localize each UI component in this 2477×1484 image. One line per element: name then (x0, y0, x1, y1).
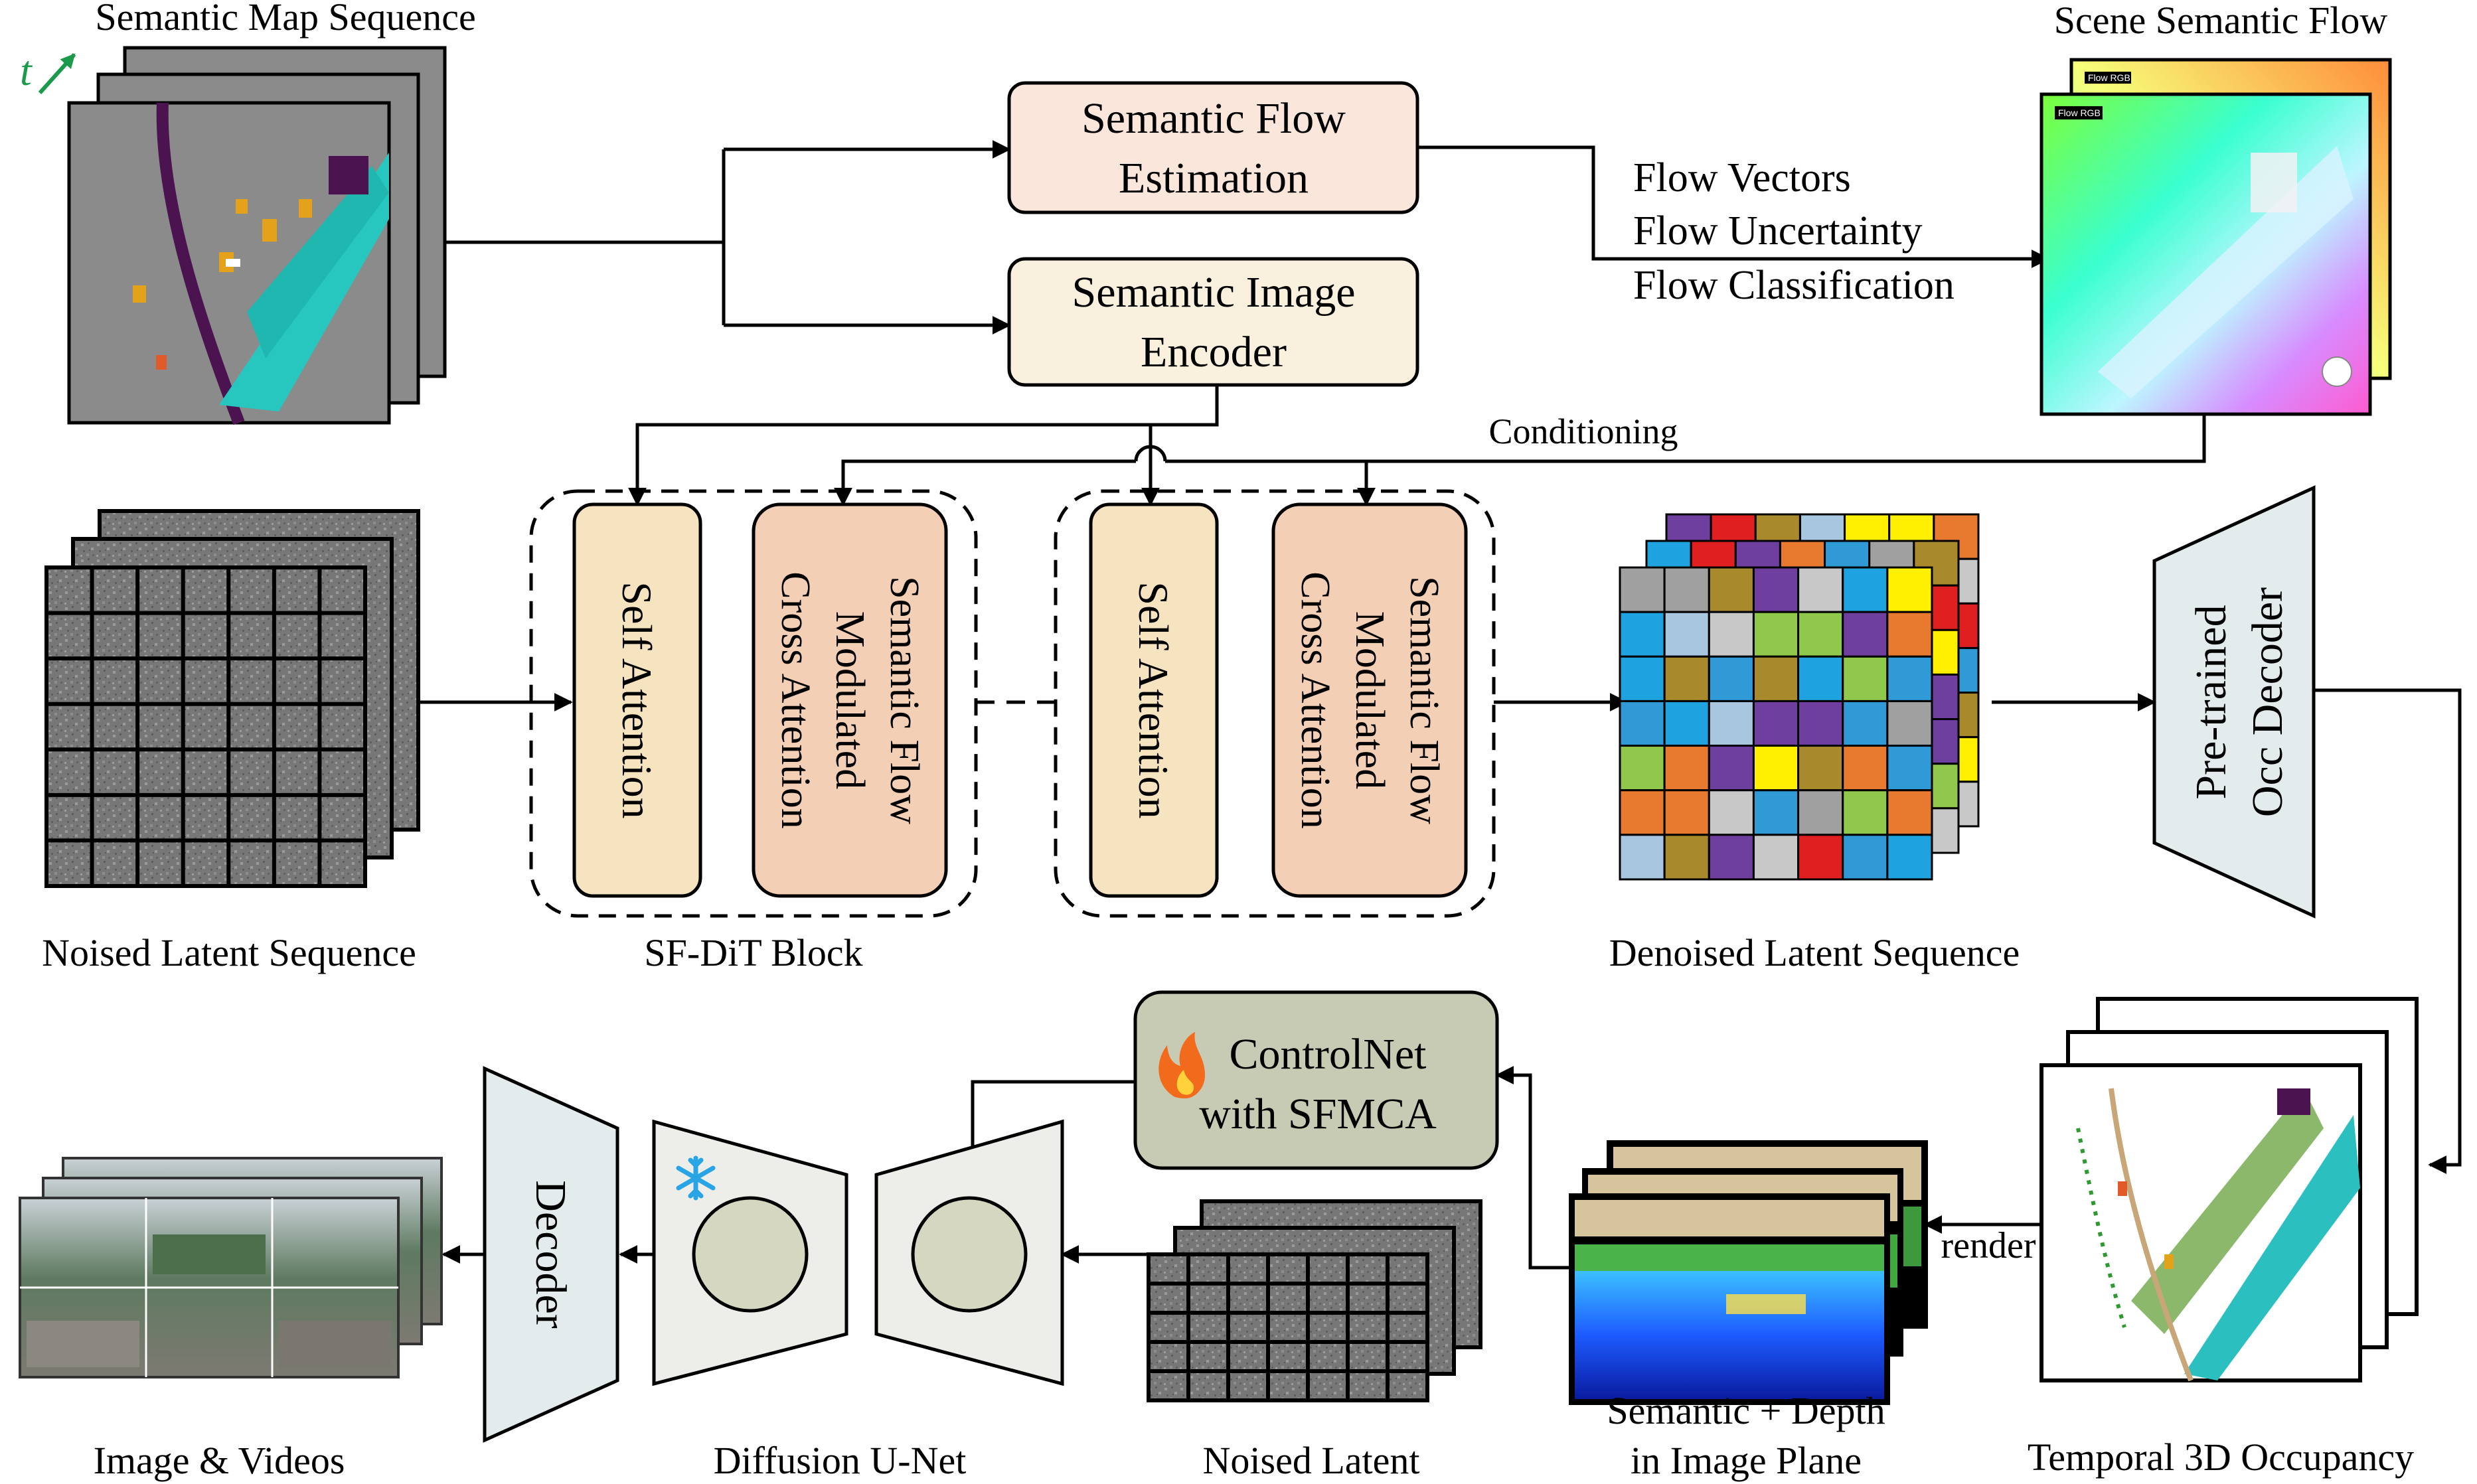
cross-attention-box-1: Semantic Flow Modulated Cross Attention (752, 502, 948, 898)
self-attention-label-2: Self Attention (1130, 581, 1177, 818)
scene-flow-sequence: Scene Semantic Flow Flow RGB Flow RGB (2039, 0, 2392, 416)
occupancy-label: Temporal 3D Occupancy (2028, 1436, 2414, 1479)
controlnet-line1: ControlNet (1230, 1030, 1427, 1078)
scene-flow-label: Scene Semantic Flow (2054, 0, 2388, 42)
decoder-label: Decoder (526, 1180, 575, 1329)
cross-attention-1-line2: Modulated (827, 611, 872, 790)
flow-output-classification: Flow Classification (1633, 263, 1955, 308)
sem-depth-line1: Semantic + Depth (1607, 1389, 1885, 1432)
decoder-to-occupancy-arrow (2314, 688, 2462, 1174)
occ-decoder-line2: Occ Decoder (2243, 587, 2292, 817)
denoised-latent-sequence: Denoised Latent Sequence (1609, 513, 2020, 974)
time-arrow: t (20, 47, 76, 95)
conditioning-connector: Conditioning (834, 411, 2206, 506)
semantic-map-sequence: Semantic Map Sequence t (20, 0, 476, 425)
semantic-map-frame-1 (67, 101, 391, 425)
encoder-connector (628, 385, 1219, 506)
noised-latent-label: Noised Latent (1203, 1439, 1420, 1482)
sf-dit-block-2: Self Attention Semantic Flow Modulated C… (1054, 489, 1496, 918)
occ-decoder-line1: Pre-trained (2187, 605, 2235, 799)
diffusion-unet: Diffusion U-Net (652, 1119, 1064, 1482)
image-encoder-line2: Encoder (1141, 328, 1287, 376)
semdepth-to-controlnet-arrow (1495, 1066, 1570, 1270)
render-label: render (1941, 1225, 2036, 1266)
noised-latent: Noised Latent (1147, 1199, 1482, 1482)
noised-latent-sequence: Noised Latent Sequence (42, 509, 420, 974)
controlnet-line2: with SFMCA (1199, 1090, 1437, 1138)
conditioning-label: Conditioning (1488, 411, 1678, 451)
cross-attention-2-line2: Modulated (1347, 611, 1392, 790)
cross-attention-2-line1: Semantic Flow (1401, 576, 1447, 824)
temporal-occupancy: Temporal 3D Occupancy (2028, 997, 2419, 1479)
cross-attention-2-line3: Cross Attention (1293, 571, 1338, 829)
image-encoder-line1: Semantic Image (1072, 268, 1355, 317)
cross-attention-1-line1: Semantic Flow (882, 576, 927, 824)
fire-icon (1159, 1032, 1205, 1098)
denoised-latent-label: Denoised Latent Sequence (1609, 931, 2020, 974)
outputs-label: Image & Videos (94, 1439, 345, 1482)
time-symbol: t (20, 47, 33, 94)
semantic-map-branch (445, 140, 1011, 334)
flow-output-vectors: Flow Vectors (1633, 155, 1851, 200)
self-attention-box-2: Self Attention (1089, 502, 1219, 898)
flow-estimation-line1: Semantic Flow (1081, 94, 1346, 143)
semantic-map-label: Semantic Map Sequence (95, 0, 475, 38)
noised-latent-front-grid (44, 565, 367, 888)
sf-dit-block-1: Self Attention Semantic Flow Modulated C… (529, 489, 978, 918)
self-attention-label-1: Self Attention (613, 581, 661, 818)
noised-latent-seq-label: Noised Latent Sequence (42, 931, 416, 974)
cross-attention-box-2: Semantic Flow Modulated Cross Attention (1271, 502, 1468, 898)
occupancy-frame-front (2039, 1063, 2362, 1382)
semantic-depth-images: Semantic + Depth in Image Plane (1569, 1140, 1928, 1482)
unet-label: Diffusion U-Net (714, 1439, 967, 1482)
denoised-latent-frame-1 (1619, 566, 1933, 881)
image-decoder: Decoder (483, 1066, 619, 1443)
scene-flow-frame-1: Flow RGB (2039, 92, 2372, 416)
output-images: Image & Videos (19, 1157, 443, 1482)
cross-attention-1-line3: Cross Attention (773, 571, 818, 829)
occ-decoder: Pre-trained Occ Decoder (2152, 485, 2316, 919)
snowflake-icon (676, 1155, 716, 1201)
controlnet-box: ControlNet with SFMCA (1133, 990, 1499, 1170)
scene-flow-tag-back: Flow RGB (2088, 72, 2130, 83)
image-encoder-box: Semantic Image Encoder (1007, 257, 1419, 387)
sf-dit-block-label: SF-DiT Block (644, 931, 862, 974)
sem-depth-frame-1 (1569, 1193, 1890, 1405)
flow-estimation-line2: Estimation (1119, 154, 1309, 202)
noised-latent-front-grid (1147, 1252, 1429, 1402)
flow-output-arrow: Flow Vectors Flow Uncertainty Flow Class… (1417, 145, 2050, 308)
flow-estimation-box: Semantic Flow Estimation (1007, 81, 1419, 214)
output-image-front (19, 1197, 400, 1378)
sem-depth-line2: in Image Plane (1631, 1439, 1862, 1482)
self-attention-box-1: Self Attention (572, 502, 702, 898)
scene-flow-tag-front: Flow RGB (2058, 108, 2101, 118)
flow-output-uncertainty: Flow Uncertainty (1633, 208, 1923, 254)
